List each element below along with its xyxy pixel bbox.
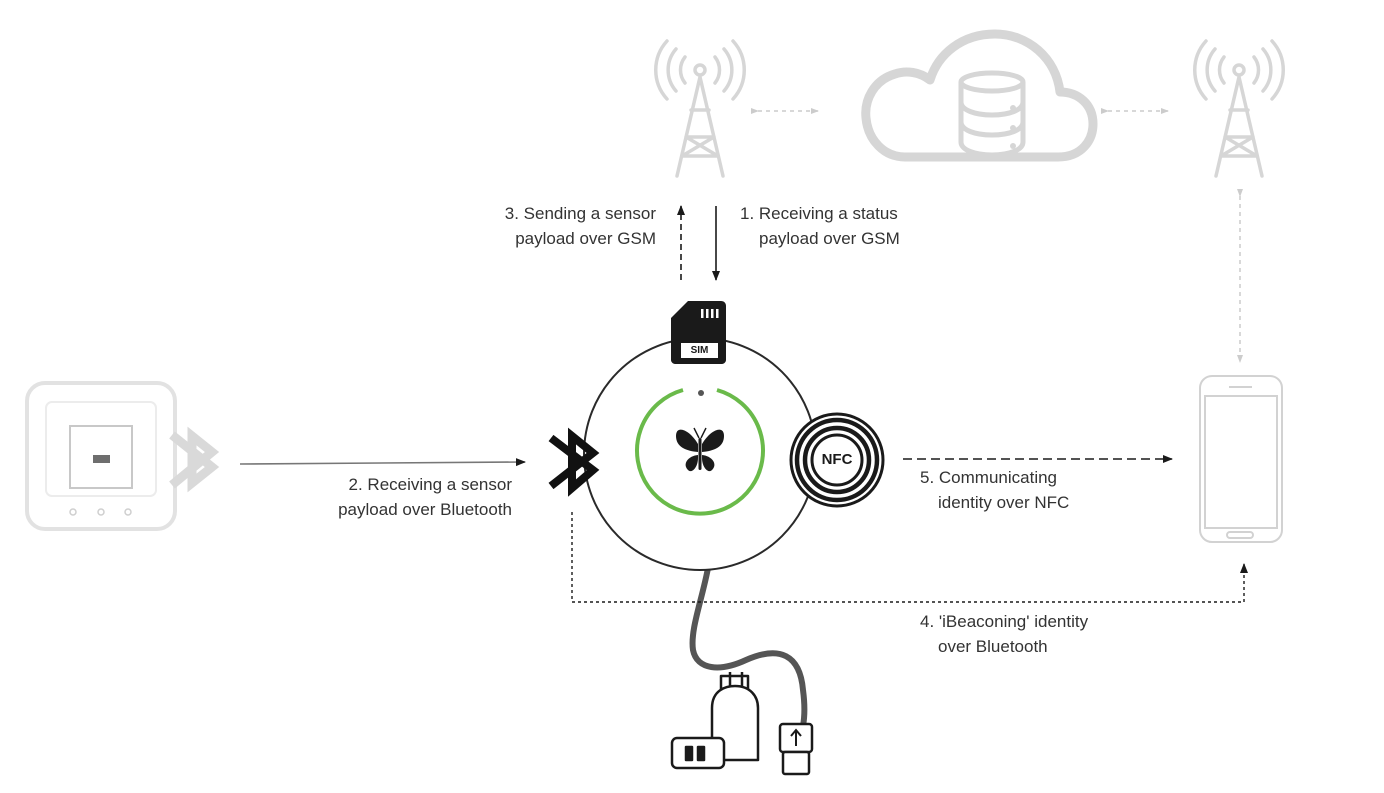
step-5-line-1: 5. Communicating <box>920 468 1058 487</box>
status-led <box>698 390 704 396</box>
sensor-device-icon <box>25 381 177 531</box>
usb-plug-icon <box>778 722 814 776</box>
step-2-line-2: payload over Bluetooth <box>338 500 512 519</box>
sim-card-icon <box>671 301 726 364</box>
bluetooth-icon <box>169 426 220 493</box>
power-cable <box>689 567 808 727</box>
step-5-label: 5. Communicating identity over NFC <box>920 465 1069 515</box>
step-3-line-2: payload over GSM <box>515 229 656 248</box>
cell-tower-icon <box>654 39 746 178</box>
step-4-line-2: over Bluetooth <box>938 637 1048 656</box>
nfc-chip-label: NFC <box>821 451 853 468</box>
step-1-label: 1. Receiving a status payload over GSM <box>740 201 900 251</box>
step-3-label: 3. Sending a sensor payload over GSM <box>460 201 656 251</box>
step-3-line-1: 3. Sending a sensor <box>504 204 656 223</box>
ibeacon-arrow <box>571 512 1248 603</box>
step-4-label: 4. 'iBeaconing' identity over Bluetooth <box>920 609 1088 659</box>
step-4-line-1: 4. 'iBeaconing' identity <box>920 612 1089 631</box>
bluetooth-icon <box>548 427 600 497</box>
nfc-icon <box>789 412 885 508</box>
step-1-line-2: payload over GSM <box>759 229 900 248</box>
step-5-line-2: identity over NFC <box>938 493 1070 512</box>
status-ring <box>635 388 765 516</box>
network-link-arrow <box>751 108 1243 363</box>
step-2-line-1: 2. Receiving a sensor <box>348 475 512 494</box>
power-adapter-icon <box>670 672 760 770</box>
cloud-database-icon <box>861 29 1098 162</box>
cell-tower-icon <box>1193 39 1285 178</box>
butterfly-logo-icon <box>676 427 724 472</box>
smartphone-icon <box>1199 375 1283 543</box>
bluetooth-receive-arrow <box>239 458 526 467</box>
step-2-label: 2. Receiving a sensor payload over Bluet… <box>290 472 512 522</box>
step-1-line-1: 1. Receiving a status <box>740 204 898 223</box>
sim-chip-label: SIM <box>690 345 709 356</box>
